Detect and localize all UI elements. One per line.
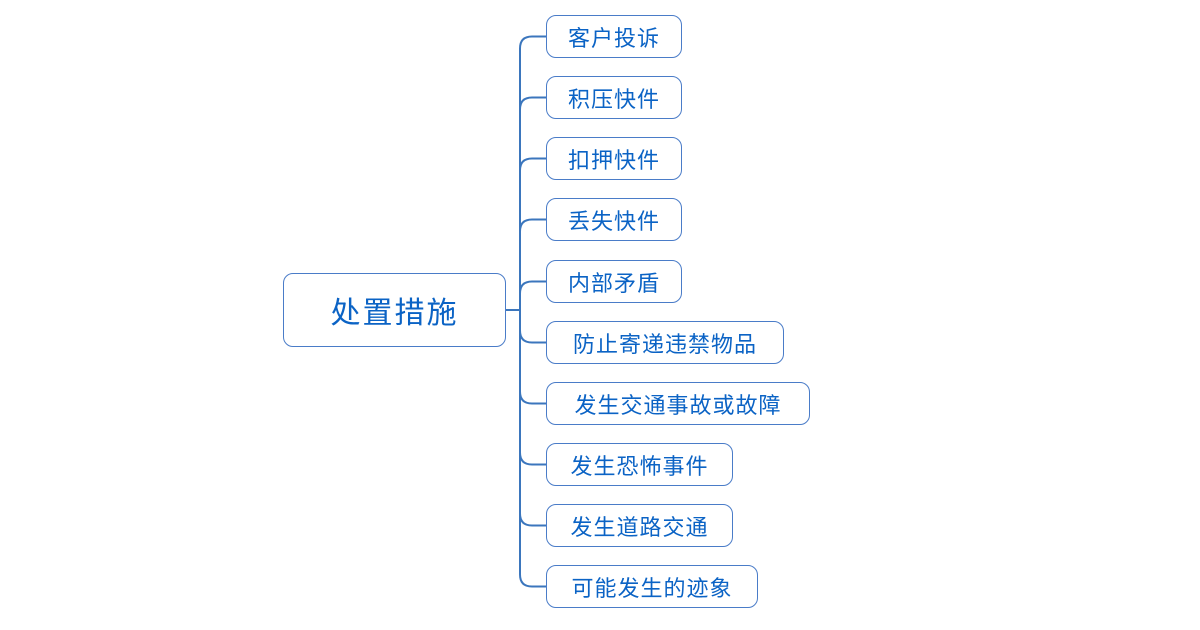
mindmap-node-label: 客户投诉 [567,26,660,52]
mindmap-node-label: 可能发生的迹象 [571,576,733,602]
mindmap-node[interactable]: 发生道路交通 [546,504,733,547]
mindmap-node-label: 发生恐怖事件 [570,454,709,480]
connector [519,309,547,344]
mindmap-node[interactable]: 积压快件 [546,76,682,119]
mindmap-node-label: 发生交通事故或故障 [574,393,782,419]
mindmap-root-node[interactable]: 处置措施 [283,273,506,347]
mindmap-node[interactable]: 丢失快件 [546,198,682,241]
connector [519,280,547,311]
connector [519,309,547,405]
connector [519,309,547,466]
connector [519,309,547,588]
mindmap-node[interactable]: 发生交通事故或故障 [546,382,810,425]
connector [519,157,547,311]
connector [519,96,547,311]
mindmap-node[interactable]: 可能发生的迹象 [546,565,758,608]
mindmap-node[interactable]: 客户投诉 [546,15,682,58]
mindmap-node[interactable]: 内部矛盾 [546,260,682,303]
mindmap-root-label: 处置措施 [330,296,459,331]
mindmap-node-label: 扣押快件 [567,148,660,174]
mindmap-node[interactable]: 防止寄递违禁物品 [546,321,784,364]
mindmap-node-label: 丢失快件 [567,209,660,235]
mindmap-node-label: 防止寄递违禁物品 [572,332,757,358]
mindmap-node-label: 内部矛盾 [567,271,660,297]
connector [519,218,547,311]
mindmap-node[interactable]: 扣押快件 [546,137,682,180]
mindmap-node[interactable]: 发生恐怖事件 [546,443,733,486]
mindmap-node-label: 发生道路交通 [570,515,709,541]
connector [519,35,547,311]
mindmap-node-label: 积压快件 [567,87,660,113]
